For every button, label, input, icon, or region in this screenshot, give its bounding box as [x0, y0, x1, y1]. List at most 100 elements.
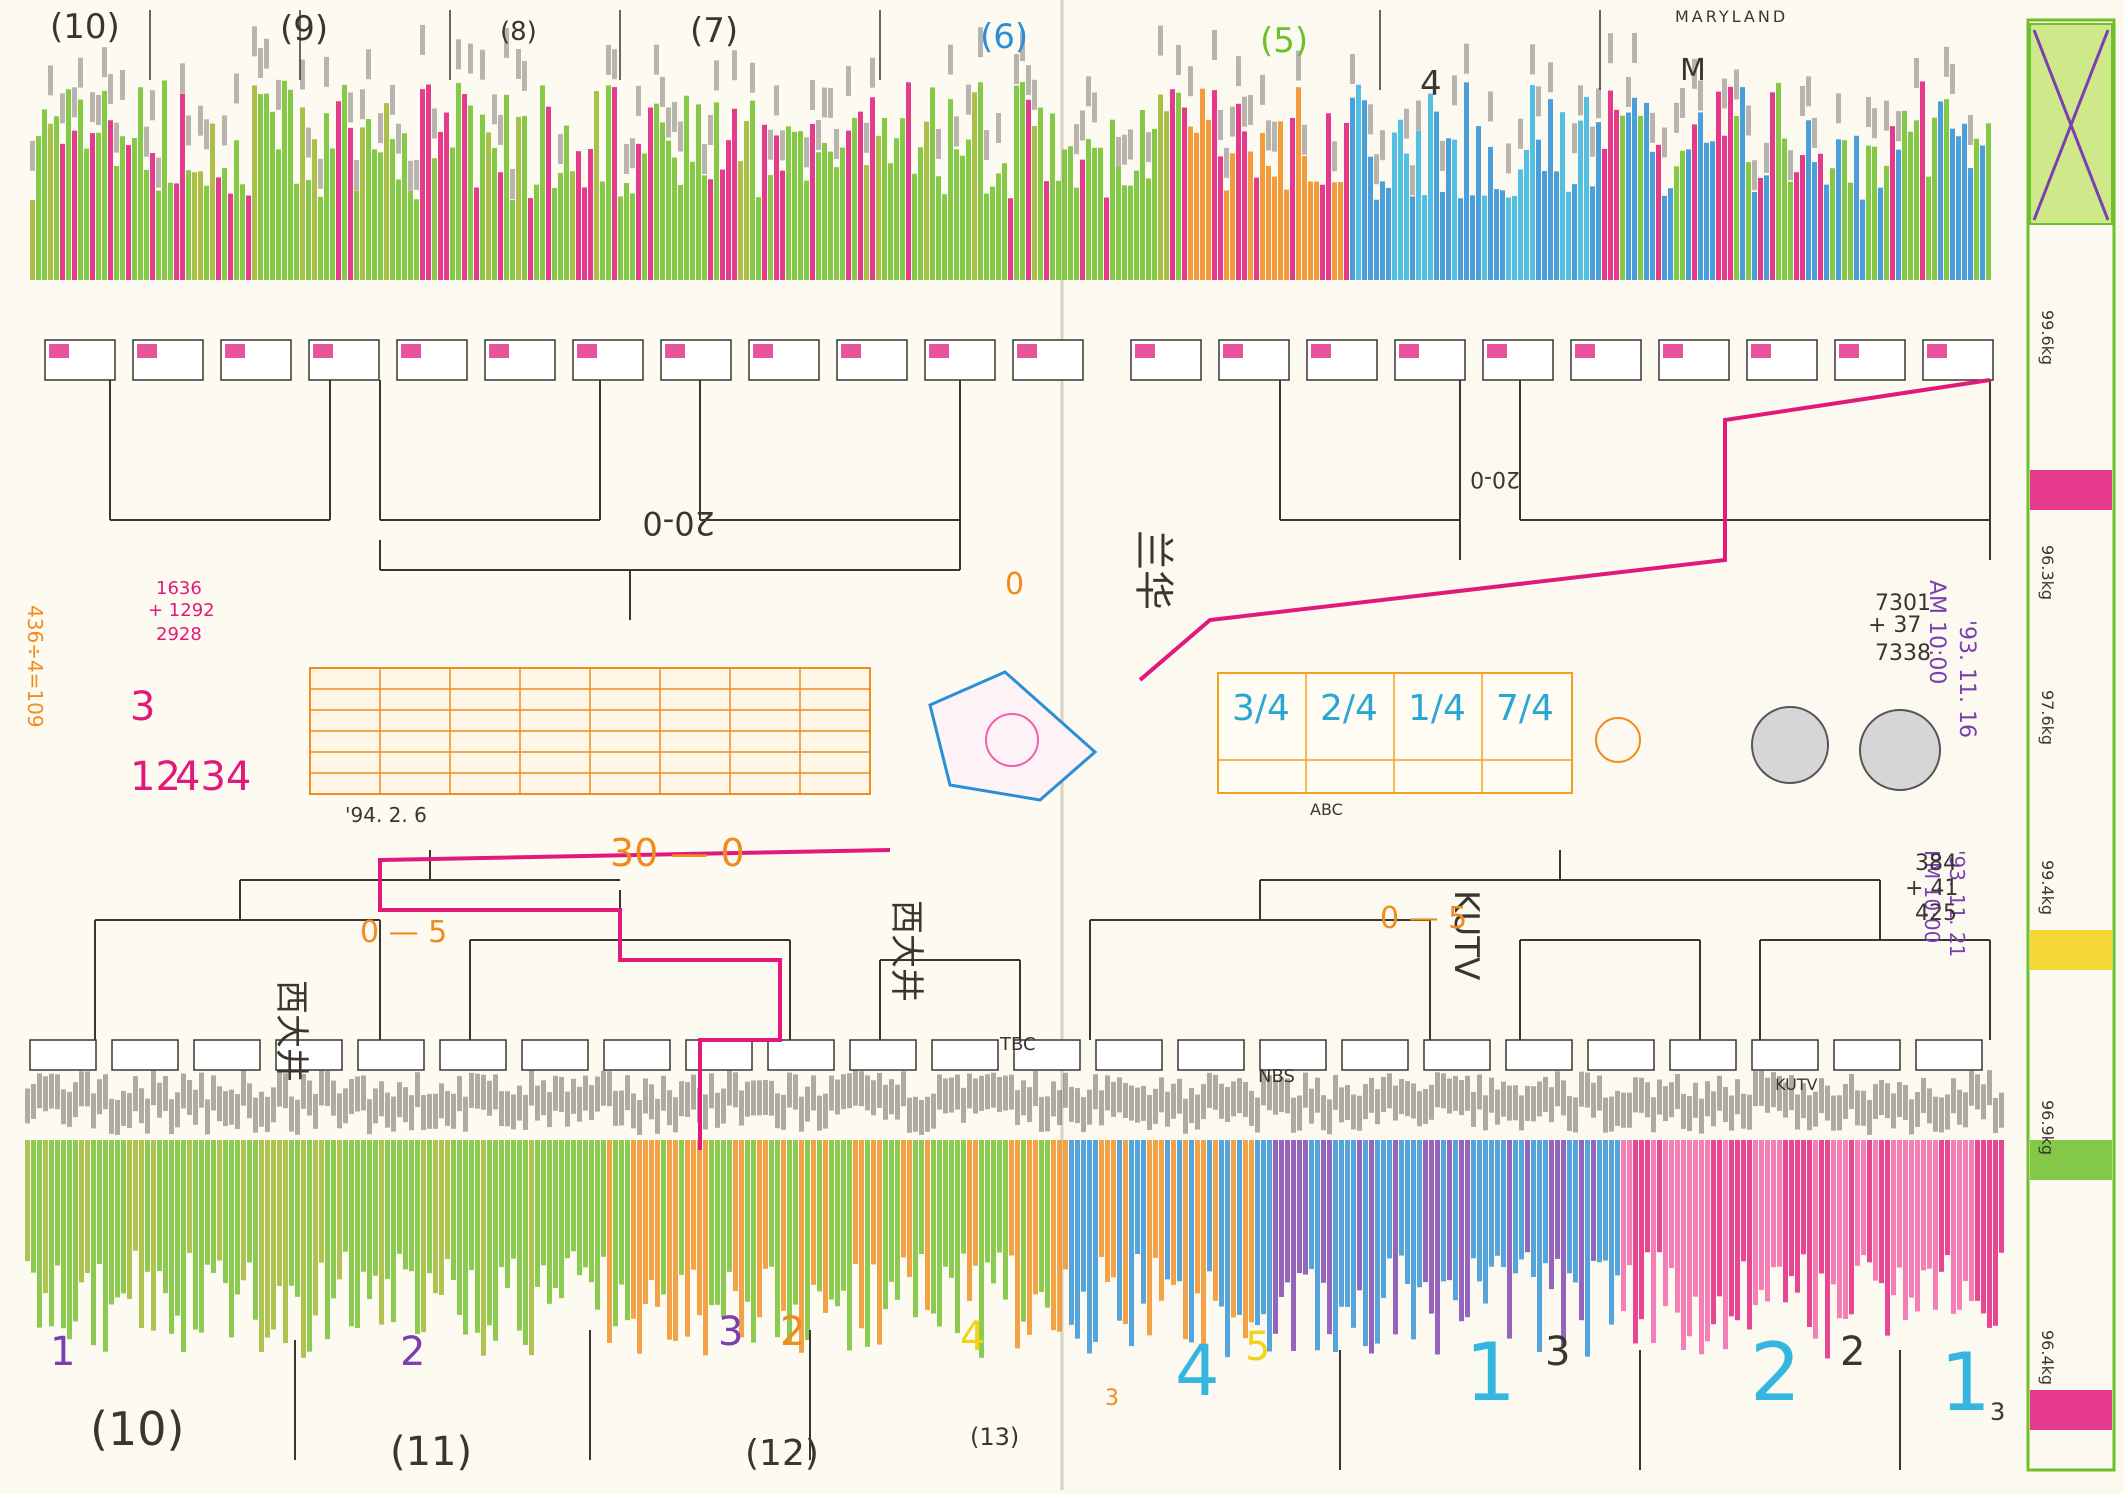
top-marker-column [1860, 199, 1865, 280]
bottom-ink-column [1627, 1092, 1632, 1128]
bottom-marker-column [859, 1140, 864, 1329]
bottom-ink-column [901, 1071, 906, 1107]
bottom-ink-column [445, 1090, 450, 1126]
bottom-ink-column [1087, 1089, 1092, 1125]
bottom-ink-column [1807, 1095, 1812, 1131]
top-marker-column [582, 187, 587, 280]
bottom-ink-column [487, 1080, 492, 1116]
bottom-match-box [767, 1039, 835, 1071]
bottom-ink-column [1009, 1074, 1014, 1110]
top-ink-column [1350, 53, 1355, 84]
bottom-marker-column [1429, 1140, 1434, 1314]
top-marker-column [816, 152, 821, 280]
bottom-marker-column [349, 1140, 354, 1327]
top-marker-column [1440, 191, 1445, 280]
top-ink-column [318, 158, 323, 189]
bottom-ink-column [313, 1093, 318, 1129]
bottom-marker-column [463, 1140, 468, 1335]
bottom-ink-column [853, 1070, 858, 1106]
bottom-match-box [685, 1039, 753, 1071]
top-ink-column [666, 107, 671, 138]
svg-text:96.4kg: 96.4kg [2038, 1330, 2057, 1385]
svg-text:2: 2 [1840, 1329, 1865, 1375]
bottom-marker-column [931, 1140, 936, 1314]
bottom-ink-column [1903, 1084, 1908, 1120]
top-ink-column [432, 108, 437, 139]
bottom-match-box [603, 1039, 671, 1071]
bottom-ink-column [913, 1096, 918, 1132]
bottom-marker-column [697, 1140, 702, 1316]
bottom-marker-column [847, 1140, 852, 1351]
bottom-marker-column [505, 1140, 510, 1288]
top-marker-column [360, 127, 365, 280]
top-ink-column [1968, 114, 1973, 145]
top-marker-column [1380, 181, 1385, 280]
top-ink-column [750, 62, 755, 93]
top-marker-column [1770, 92, 1775, 280]
bottom-marker-column [1483, 1140, 1488, 1304]
bottom-ink-column [1015, 1090, 1020, 1126]
top-right-score-stack: 20-0 7301 + 37 7338 [1470, 466, 1931, 666]
top-ink-column [366, 49, 371, 80]
top-match-box-mark [929, 344, 949, 358]
top-marker-column [528, 198, 533, 280]
bottom-marker-column [1243, 1140, 1248, 1339]
top-ink-column [780, 130, 785, 161]
bottom-ink-column [1717, 1075, 1722, 1111]
top-ink-column [414, 159, 419, 190]
bottom-ink-column [79, 1071, 84, 1107]
bottom-paren-labels: (10) (11) (12) (13) [90, 1402, 1019, 1475]
svg-text:+ 1292: + 1292 [148, 600, 215, 621]
top-marker-column [234, 140, 239, 280]
bottom-match-box [1505, 1039, 1573, 1071]
bottom-marker-column [1771, 1140, 1776, 1268]
top-marker-column [1560, 112, 1565, 280]
top-ink-column [72, 87, 77, 118]
top-marker-column [888, 163, 893, 280]
top-marker-column [1872, 146, 1877, 280]
top-marker-column [906, 82, 911, 281]
bottom-ink-column [1537, 1081, 1542, 1117]
bottom-ink-column [613, 1090, 618, 1126]
bottom-marker-column [601, 1140, 606, 1257]
bottom-ink-column [1261, 1070, 1266, 1106]
bottom-marker-column [1261, 1140, 1266, 1315]
bottom-marker-column [475, 1140, 480, 1333]
top-marker-column [1230, 153, 1235, 280]
bottom-marker-column [313, 1140, 318, 1316]
top-marker-column [738, 161, 743, 280]
bottom-ink-column [1861, 1090, 1866, 1126]
bottom-ink-column [73, 1082, 78, 1118]
bottom-marker-column [1843, 1140, 1848, 1319]
bottom-marker-column [403, 1140, 408, 1270]
top-ink-column [1224, 147, 1229, 178]
top-ink-column [1074, 124, 1079, 155]
top-ink-column [954, 116, 959, 147]
bottom-marker-column [769, 1140, 774, 1267]
top-marker-column [1104, 197, 1109, 280]
top-ink-column [612, 49, 617, 80]
top-marker-column [222, 168, 227, 280]
svg-text:AM 10:00: AM 10:00 [1924, 580, 1949, 684]
top-marker-column [468, 105, 473, 281]
top-ink-column [378, 113, 383, 144]
bottom-marker-column [787, 1140, 792, 1344]
bottom-ink-column [739, 1090, 744, 1126]
bottom-marker-column [1993, 1140, 1998, 1326]
top-marker-column [444, 112, 449, 281]
top-marker-column [1728, 86, 1733, 280]
bottom-ink-column [1885, 1083, 1890, 1119]
bottom-match-box [1259, 1039, 1327, 1071]
bottom-ink-column [541, 1080, 546, 1116]
bottom-ink-column [1249, 1090, 1254, 1126]
bottom-ink-column [139, 1088, 144, 1124]
bottom-marker-column [1177, 1140, 1182, 1282]
bracket-nbs: NBS [1258, 1066, 1295, 1087]
top-ink-column [1950, 63, 1955, 94]
top-ink-column [1260, 74, 1265, 105]
bottom-marker-column [1327, 1140, 1332, 1335]
bottom-marker-column [943, 1140, 948, 1267]
top-marker-column [1884, 165, 1889, 280]
top-marker-column [1164, 111, 1169, 281]
bottom-marker-column [1279, 1140, 1284, 1298]
